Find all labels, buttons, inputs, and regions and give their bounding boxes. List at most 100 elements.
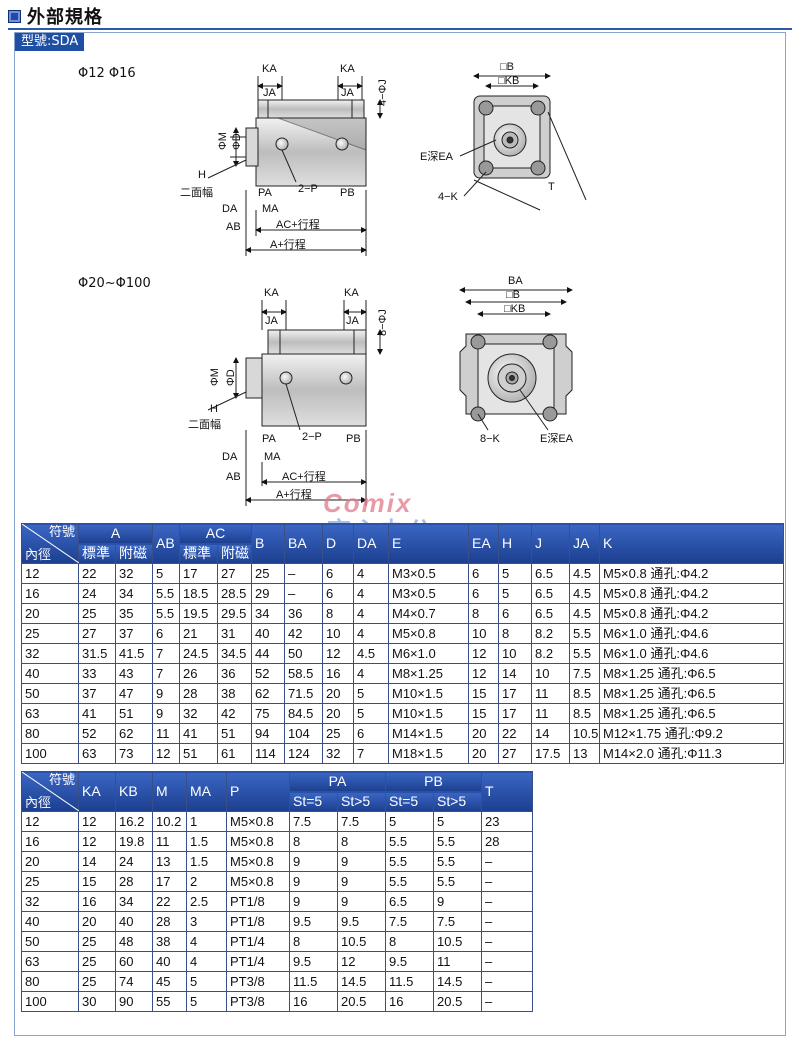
table-cell: 12 xyxy=(468,643,499,664)
table-cell: 40 xyxy=(115,911,153,932)
table-cell: 55 xyxy=(152,991,187,1012)
table-cell: 25 xyxy=(78,951,116,972)
table-cell: 1 xyxy=(186,811,227,832)
table-cell: PT1/8 xyxy=(226,911,290,932)
table-cell: – xyxy=(481,851,533,872)
watermark-brand: Comix xyxy=(323,488,413,518)
table-cell: 9 xyxy=(337,871,386,892)
table-cell: 26 xyxy=(179,663,218,684)
table-cell: 20 xyxy=(322,683,354,704)
bullet-square-icon xyxy=(8,9,21,23)
table-cell: 5.5 xyxy=(385,851,434,872)
table-cell: 5 xyxy=(353,683,389,704)
table-cell: 8.2 xyxy=(531,623,570,644)
table-cell: 19.8 xyxy=(115,831,153,852)
table-cell: 8 xyxy=(337,831,386,852)
table-cell: 45 xyxy=(152,971,187,992)
table-cell: 32 xyxy=(179,703,218,724)
diagram2-side-labels: KA KA JA JA 8−ΦJ ΦM ΦD H 二面幅 PA 2−P PB D… xyxy=(188,287,389,501)
table-cell: 6 xyxy=(353,723,389,744)
diagram2-side-view xyxy=(207,300,383,506)
table-cell: M5×0.8 xyxy=(226,811,290,832)
svg-text:PA: PA xyxy=(258,187,273,199)
table-cell: 24 xyxy=(78,583,116,604)
svg-text:□KB: □KB xyxy=(504,303,525,315)
t1-header-ja: JA xyxy=(569,523,600,564)
table-cell: 28 xyxy=(152,911,187,932)
table-cell: 15 xyxy=(468,703,499,724)
diagram1-front-view xyxy=(459,73,587,211)
table-cell: 4.5 xyxy=(569,603,600,624)
svg-text:JA: JA xyxy=(263,87,277,99)
svg-text:DA: DA xyxy=(222,451,238,463)
svg-text:E深EA: E深EA xyxy=(420,150,454,163)
table-cell: 10 xyxy=(498,643,532,664)
table-cell: 13 xyxy=(569,743,600,764)
table-cell: 37 xyxy=(115,623,153,644)
table-cell: 34 xyxy=(115,583,153,604)
t2-header-ma: MA xyxy=(186,771,227,812)
table-cell: 16 xyxy=(385,991,434,1012)
table-cell: 25 xyxy=(21,871,79,892)
table-cell: 7.5 xyxy=(385,911,434,932)
table-cell: 12 xyxy=(78,811,116,832)
table-cell: 14 xyxy=(531,723,570,744)
table-cell: 71.5 xyxy=(284,683,323,704)
table-cell: M8×1.25 xyxy=(388,663,469,684)
table-cell: 25 xyxy=(78,971,116,992)
table-cell: 8.5 xyxy=(569,703,600,724)
table-cell: 12 xyxy=(322,643,354,664)
table-cell: 5.5 xyxy=(433,871,482,892)
table-cell: 51 xyxy=(217,723,252,744)
table-cell: M5×0.8 通孔:Φ4.2 xyxy=(599,563,784,584)
svg-text:□B: □B xyxy=(500,61,514,73)
table-cell: 14.5 xyxy=(337,971,386,992)
table-cell: 6 xyxy=(322,563,354,584)
table-cell: 32 xyxy=(21,643,79,664)
table-cell: M10×1.5 xyxy=(388,703,469,724)
table-cell: 73 xyxy=(115,743,153,764)
svg-text:ΦD: ΦD xyxy=(231,133,243,150)
table-cell: – xyxy=(284,583,323,604)
svg-text:4−K: 4−K xyxy=(438,191,459,203)
table-cell: – xyxy=(481,951,533,972)
table-cell: 10 xyxy=(531,663,570,684)
table-cell: M5×0.8 xyxy=(226,831,290,852)
table-cell: 2.5 xyxy=(186,891,227,912)
table-cell: 6.5 xyxy=(531,563,570,584)
svg-text:AB: AB xyxy=(226,221,241,233)
svg-text:2−P: 2−P xyxy=(298,183,318,195)
table-cell: 2 xyxy=(186,871,227,892)
table-cell: 5.5 xyxy=(152,583,180,604)
table-cell: 9 xyxy=(337,891,386,912)
table-cell: 84.5 xyxy=(284,703,323,724)
table-cell: PT1/8 xyxy=(226,891,290,912)
table-cell: 44 xyxy=(251,643,285,664)
svg-text:T: T xyxy=(548,181,555,193)
table-cell: 5 xyxy=(353,703,389,724)
table-cell: 20 xyxy=(468,743,499,764)
spec-table-1: 符號 內徑 A AB AC B BA D DA E EA H J JA K 標準… xyxy=(21,523,784,764)
t1-header-ba: BA xyxy=(284,523,323,564)
table-cell: 51 xyxy=(115,703,153,724)
table-cell: 21 xyxy=(179,623,218,644)
table-cell: 17.5 xyxy=(531,743,570,764)
svg-text:ΦD: ΦD xyxy=(225,369,237,386)
table-cell: 8 xyxy=(468,603,499,624)
svg-text:ΦM: ΦM xyxy=(209,368,221,386)
t2-sub-pa-a: St=5 xyxy=(289,791,338,812)
table-cell: – xyxy=(481,991,533,1012)
table-cell: M6×1.0 通孔:Φ4.6 xyxy=(599,643,784,664)
table-cell: 38 xyxy=(217,683,252,704)
table-cell: 14.5 xyxy=(433,971,482,992)
svg-text:AC+行程: AC+行程 xyxy=(282,470,326,483)
svg-text:BA: BA xyxy=(508,275,523,287)
table-cell: 11 xyxy=(152,723,180,744)
table-cell: 32 xyxy=(115,563,153,584)
